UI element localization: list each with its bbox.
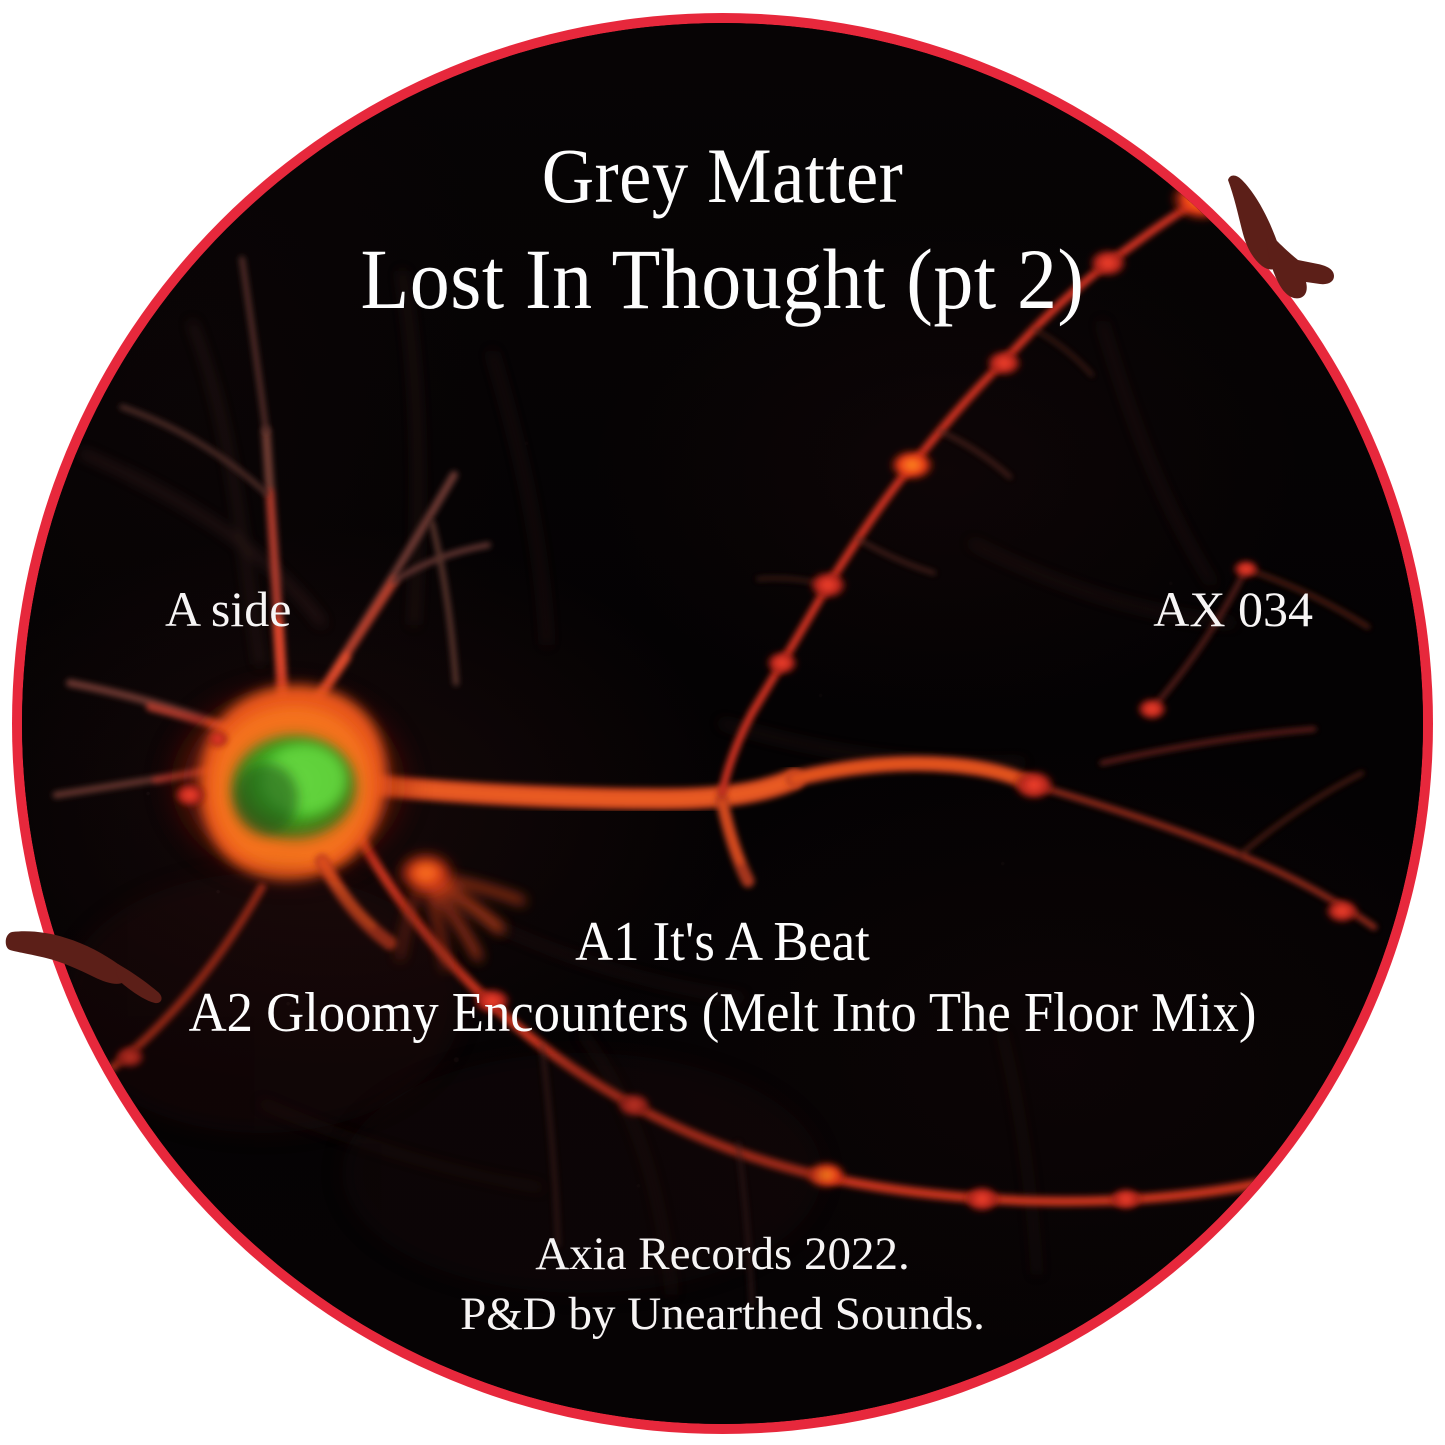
tracklist: A1 It's A Beat A2 Gloomy Encounters (Mel… <box>0 908 1445 1048</box>
copyright-line: Axia Records 2022. <box>535 1228 910 1280</box>
footer-credits: Axia Records 2022. P&D by Unearthed Soun… <box>0 1224 1445 1344</box>
distribution-line: P&D by Unearthed Sounds. <box>460 1288 985 1340</box>
side-indicator: A side <box>165 581 292 637</box>
catalog-number: AX 034 <box>1153 581 1313 637</box>
neuron-artwork <box>52 161 1378 1307</box>
title-block: Grey Matter Lost In Thought (pt 2) <box>0 128 1445 331</box>
artist-name: Grey Matter <box>541 132 904 219</box>
label-disc-wrapper <box>12 13 1433 1434</box>
track-item: A2 Gloomy Encounters (Melt Into The Floo… <box>188 982 1257 1044</box>
label-disc <box>22 23 1423 1424</box>
track-item: A1 It's A Beat <box>575 911 870 973</box>
release-title: Lost In Thought (pt 2) <box>360 231 1085 327</box>
